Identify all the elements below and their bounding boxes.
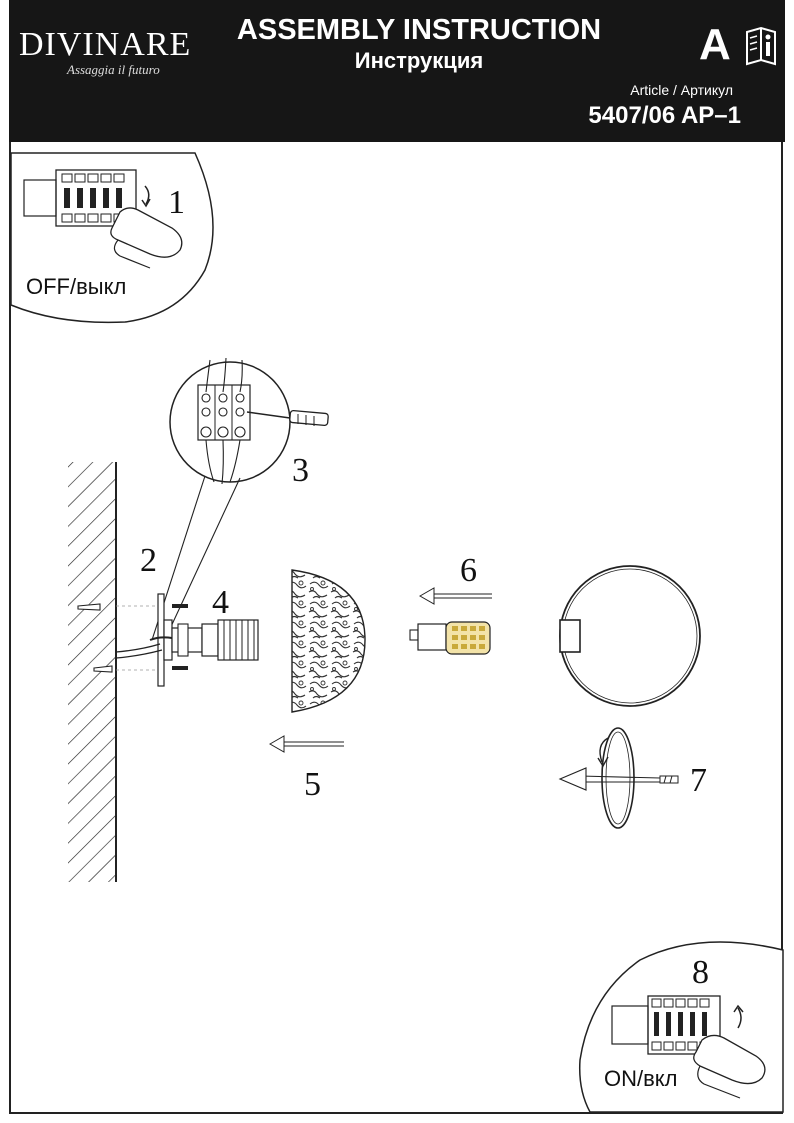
step-8-switch-on-illustration xyxy=(578,941,784,1113)
on-label: ON/вкл xyxy=(604,1066,678,1091)
article-number: 5407/06 AP–1 xyxy=(588,102,741,129)
header-bar: DIVINARE Assaggia il futuro ASSEMBLY INS… xyxy=(9,0,785,142)
step-number-4: 4 xyxy=(212,584,229,621)
step-number-8: 8 xyxy=(692,954,709,991)
step-number-1: 1 xyxy=(168,184,185,221)
brand-tagline: Assaggia il futuro xyxy=(67,62,160,77)
ring-frame xyxy=(559,565,701,707)
section-letter: A xyxy=(699,20,731,69)
step-7-rotation xyxy=(558,727,679,829)
brand-name: DIVINARE xyxy=(19,26,192,63)
rotation-arrow-icon xyxy=(144,185,150,205)
arrow-step-6 xyxy=(418,587,492,605)
step-number-2: 2 xyxy=(140,542,157,579)
screwdriver-icon xyxy=(246,409,329,427)
arrow-step-5 xyxy=(268,735,344,753)
page-title-ru: Инструкция xyxy=(354,48,484,73)
page-title: ASSEMBLY INSTRUCTION xyxy=(236,14,602,46)
step-3-wiring-detail xyxy=(169,357,329,485)
content-frame xyxy=(9,142,783,1114)
step-number-7: 7 xyxy=(690,762,707,799)
mounting-bracket xyxy=(77,593,259,687)
crystal-shade xyxy=(291,569,366,713)
step-number-3: 3 xyxy=(292,452,309,489)
step-number-6: 6 xyxy=(460,552,477,589)
off-label: OFF/выкл xyxy=(26,274,127,299)
brand-logo: DIVINARE Assaggia il futuro xyxy=(19,20,219,80)
step-1-switch-off-illustration xyxy=(10,152,214,324)
hand-icon xyxy=(110,207,183,258)
info-book-icon xyxy=(746,26,776,66)
g9-bulb xyxy=(409,621,491,655)
step-number-5: 5 xyxy=(304,766,321,803)
article-label: Article / Артикул xyxy=(630,82,733,98)
